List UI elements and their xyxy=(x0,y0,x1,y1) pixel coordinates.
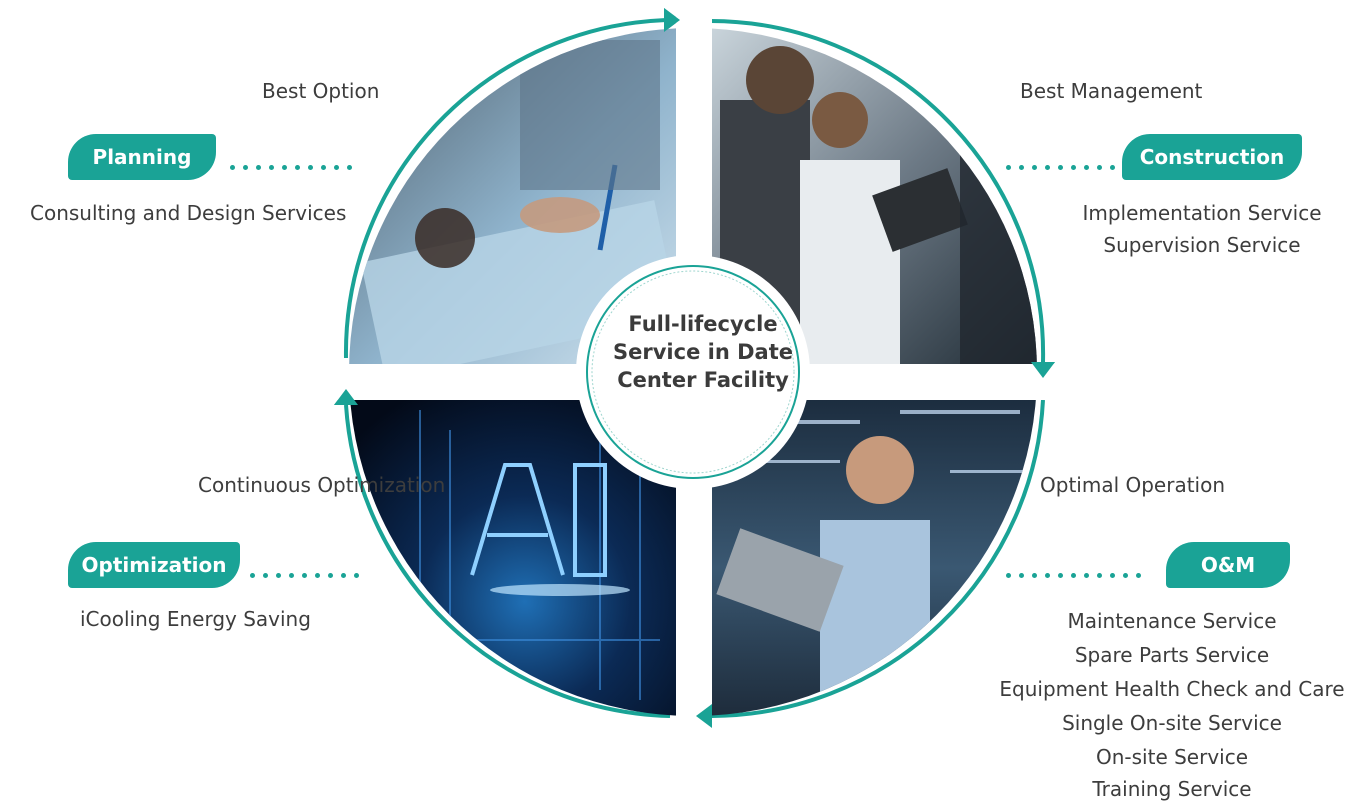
planning-tag: Planning xyxy=(68,134,216,180)
om-service-3: Equipment Health Check and Care xyxy=(999,677,1345,701)
om-service-1: Maintenance Service xyxy=(1067,609,1277,633)
om-tag: O&M xyxy=(1166,542,1290,588)
construction-service-1: Implementation Service xyxy=(1082,201,1322,225)
optimization-tag: Optimization xyxy=(68,542,240,588)
om-service-6: Training Service xyxy=(1092,777,1252,801)
center-ring xyxy=(586,265,800,479)
optimization-service: iCooling Energy Saving xyxy=(80,607,311,631)
cycle-arrows xyxy=(343,18,1046,718)
center-title: Full-lifecycle Service in Date Center Fa… xyxy=(613,312,793,392)
construction-connector xyxy=(1006,155,1123,170)
om-service-2: Spare Parts Service xyxy=(1074,643,1270,667)
optimization-connector xyxy=(250,563,367,578)
planning-photo xyxy=(349,28,680,380)
om-connector xyxy=(1006,563,1149,578)
optimization-goal: Continuous Optimization xyxy=(198,473,446,497)
construction-goal: Best Management xyxy=(1020,79,1203,103)
om-goal: Optimal Operation xyxy=(1040,473,1226,497)
planning-goal: Best Option xyxy=(262,79,380,103)
center-disc xyxy=(576,255,810,489)
construction-service-2: Supervision Service xyxy=(1103,233,1301,257)
om-service-5: On-site Service xyxy=(1095,745,1249,769)
construction-tag: Construction xyxy=(1122,134,1302,180)
planning-connector xyxy=(230,155,360,170)
planning-service: Consulting and Design Services xyxy=(30,201,347,225)
om-service-4: Single On-site Service xyxy=(1062,711,1282,735)
